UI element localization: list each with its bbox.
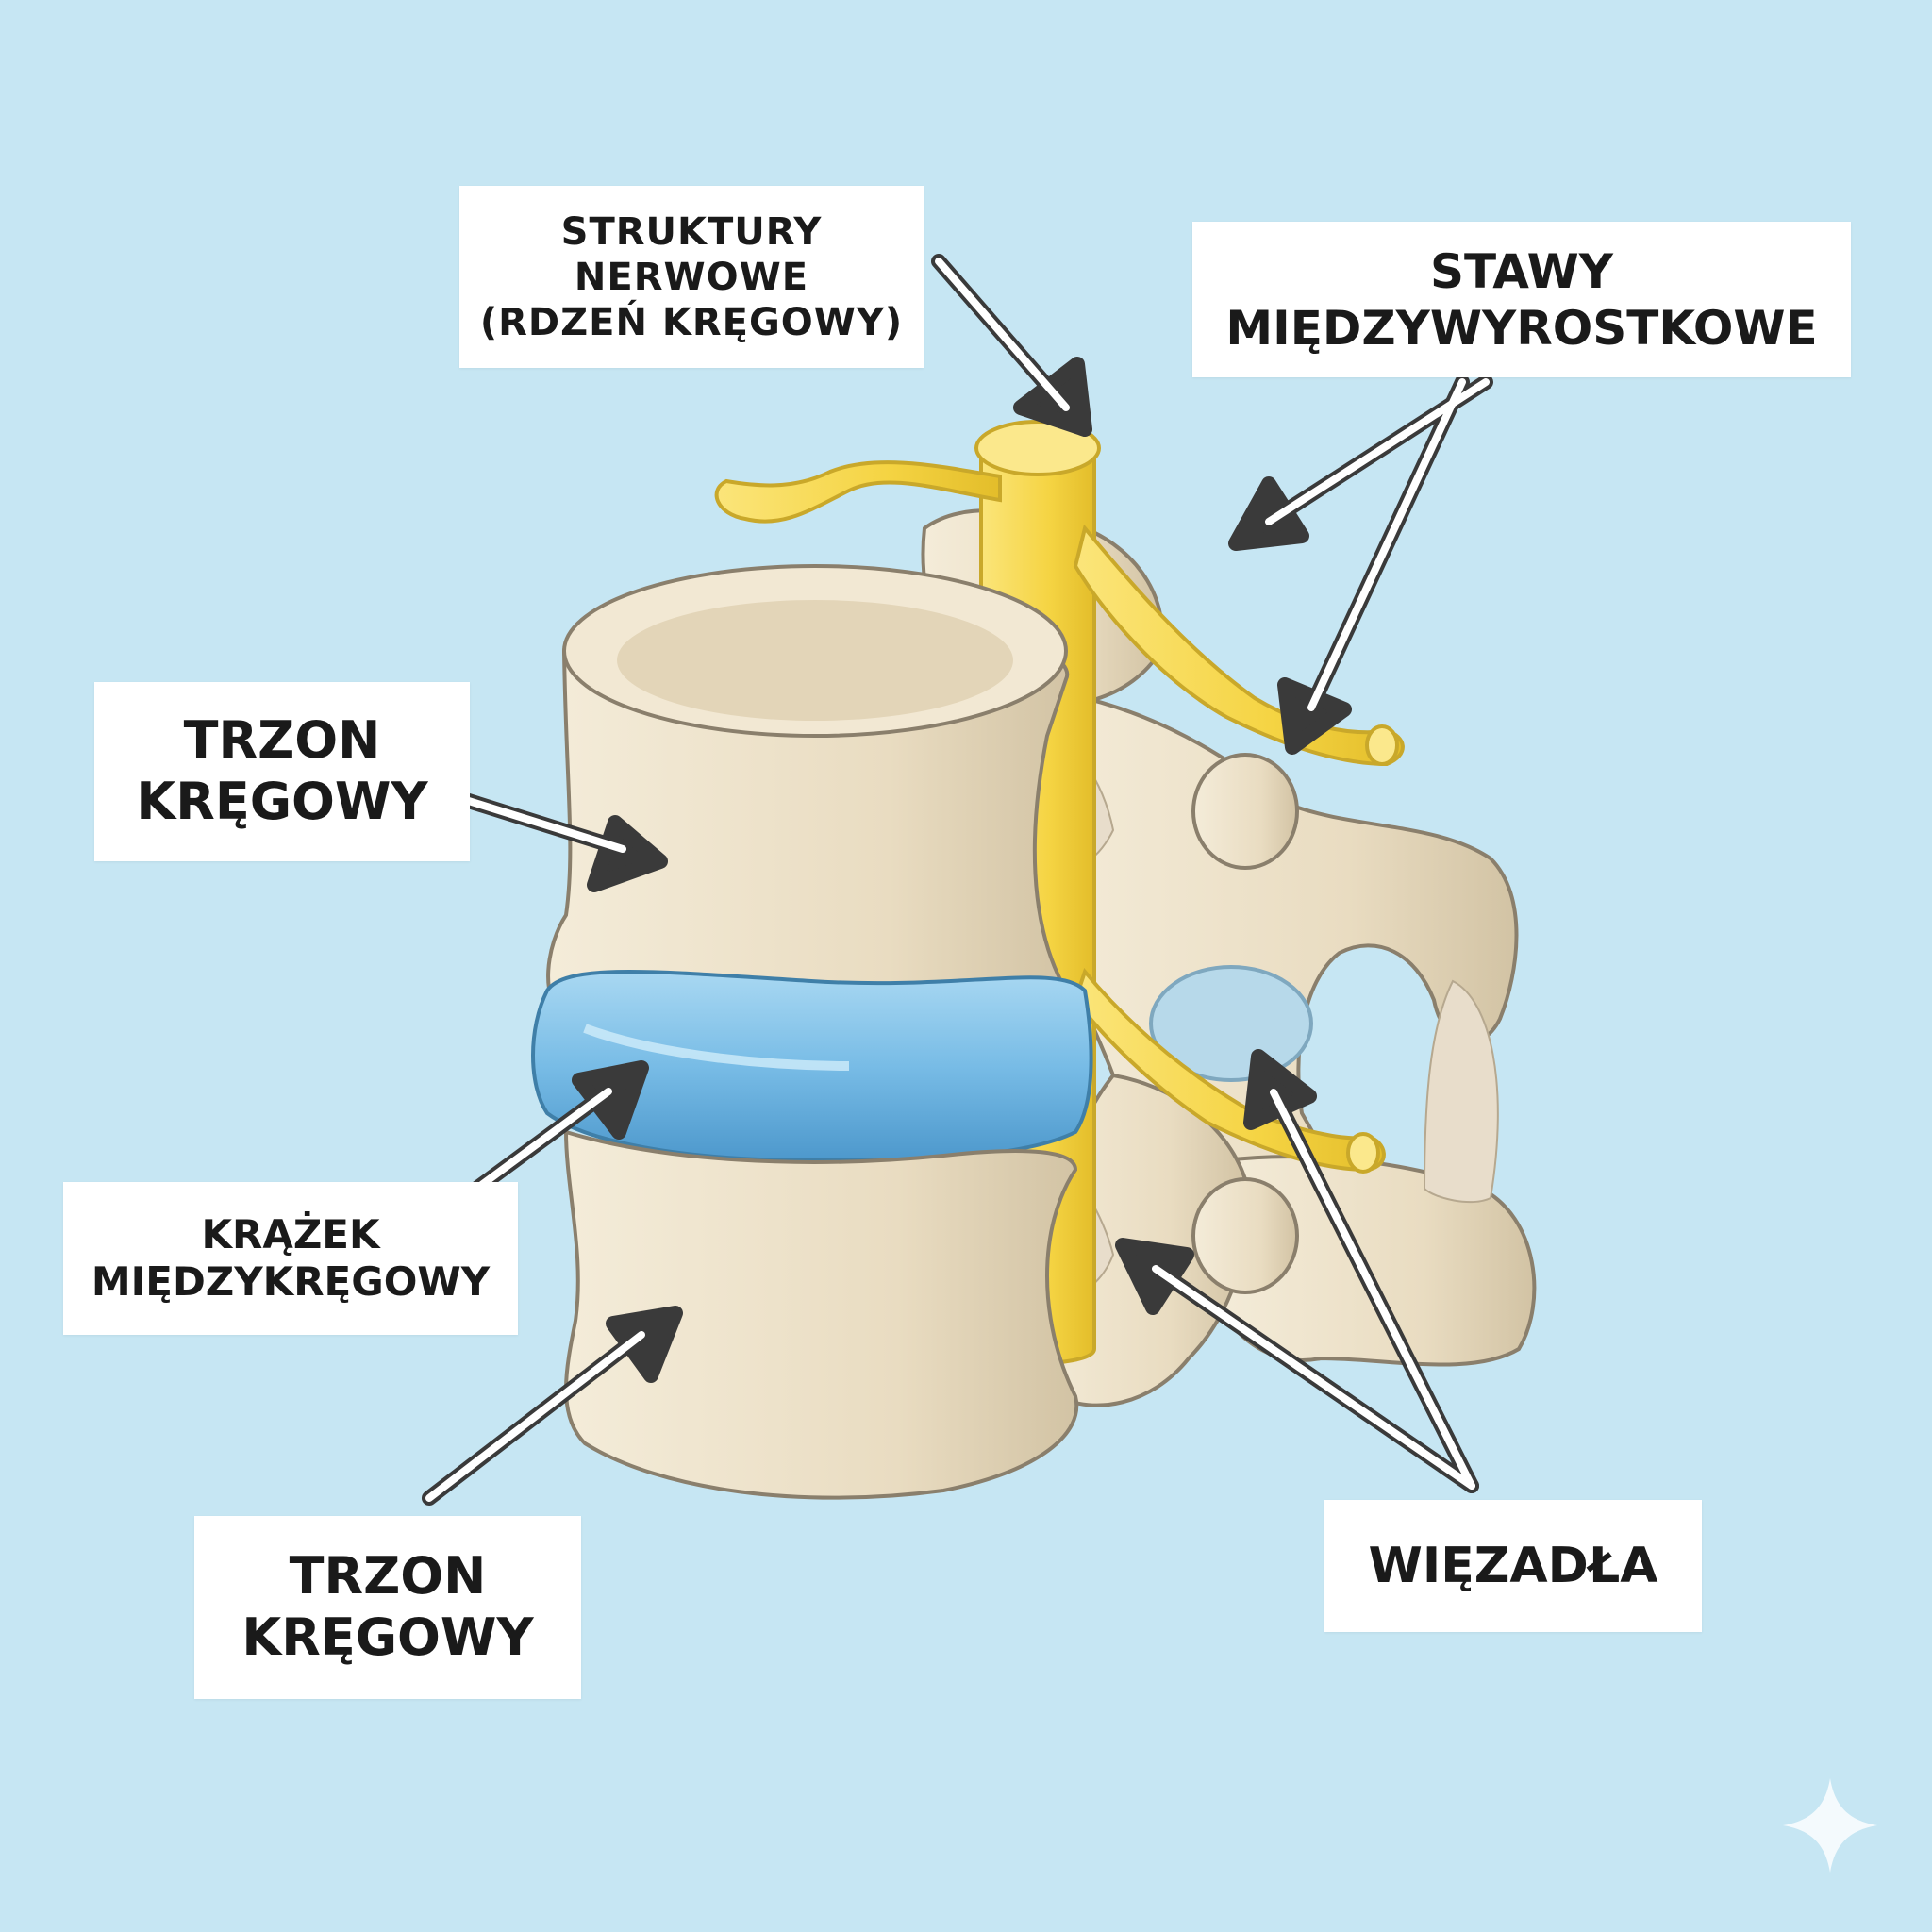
upper-vertebral-body	[546, 564, 1074, 1068]
label-nerve-structures: STRUKTURY NERWOWE (RDZEŃ KRĘGOWY)	[459, 186, 924, 368]
label-body-bottom-line1: TRZON	[289, 1546, 487, 1607]
label-disc-line2: MIĘDZYKRĘGOWY	[91, 1258, 491, 1305]
transverse-process-lower	[1191, 1177, 1299, 1294]
pointer-arrows-fill	[425, 258, 1490, 1502]
label-body-bottom-line2: KRĘGOWY	[242, 1607, 534, 1667]
label-body-top-line1: TRZON	[183, 710, 381, 771]
label-ligaments-line1: WIĘZADŁA	[1368, 1537, 1658, 1594]
label-nerve-line2: NERWOWE	[574, 255, 809, 299]
label-ligaments: WIĘZADŁA	[1324, 1500, 1702, 1632]
intervertebral-disc	[531, 970, 1093, 1163]
label-vertebral-body-top: TRZON KRĘGOWY	[94, 682, 470, 861]
label-intervertebral-disc: KRĄŻEK MIĘDZYKRĘGOWY	[63, 1182, 518, 1335]
transverse-process-upper	[1191, 753, 1299, 870]
ligament-spinous	[1423, 979, 1499, 1204]
spinal-cord-top	[974, 420, 1101, 476]
facet-cartilage	[1149, 965, 1313, 1082]
label-facet-joints: STAWY MIĘDZYWYROSTKOWE	[1192, 222, 1851, 377]
label-body-top-line2: KRĘGOWY	[136, 772, 428, 831]
label-vertebral-body-bottom: TRZON KRĘGOWY	[194, 1516, 581, 1699]
label-joints-line1: STAWY	[1429, 243, 1614, 299]
nerve-root-left	[714, 460, 1002, 524]
label-nerve-line3: (RDZEŃ KRĘGOWY)	[479, 300, 904, 344]
label-joints-line2: MIĘDZYWYROSTKOWE	[1225, 300, 1818, 356]
label-nerve-line1: STRUKTURY	[560, 209, 823, 254]
sparkle-icon	[1783, 1778, 1877, 1873]
lower-vertebral-body	[563, 1129, 1079, 1500]
label-disc-line1: KRĄŻEK	[201, 1210, 380, 1257]
